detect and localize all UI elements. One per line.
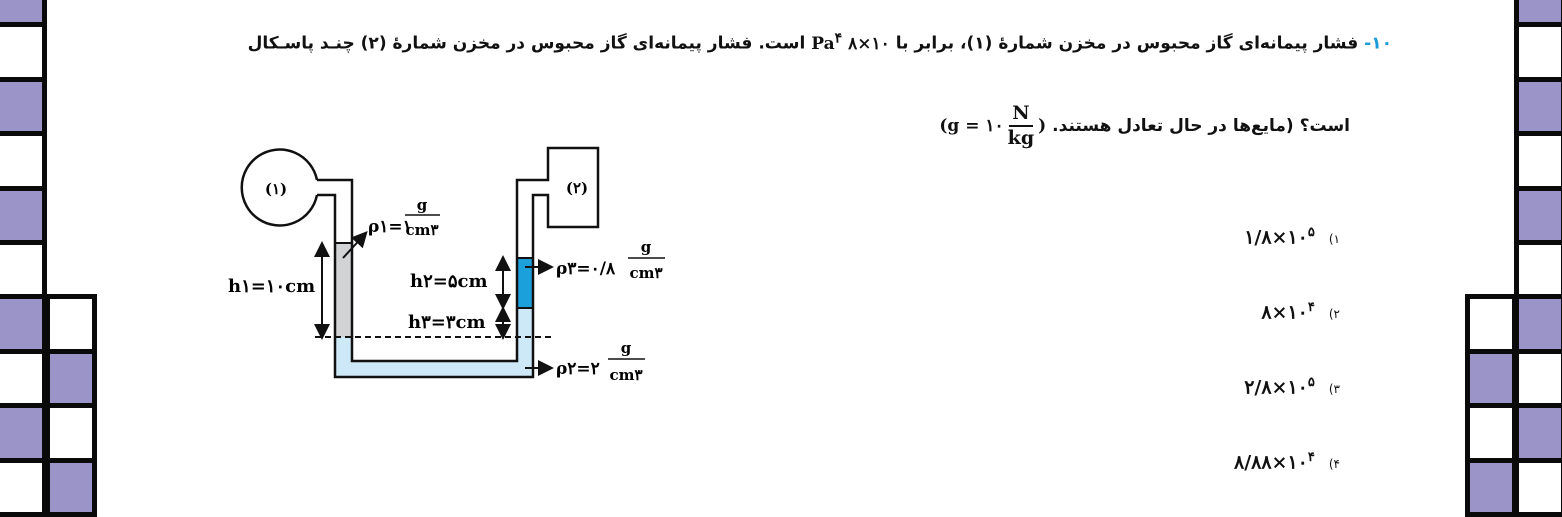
svg-text:cm۳: cm۳ [405,221,438,239]
svg-text:cm۳: cm۳ [609,366,642,384]
border-square [45,403,97,463]
border-square [1514,240,1562,300]
question-line-1: ۱۰- فشار پیمانه‌ای گاز محبوس در مخزن شما… [247,30,1392,54]
svg-text:h۱=۱۰cm: h۱=۱۰cm [228,276,315,297]
option-4[interactable]: ۴)۸/۸۸×۱۰۴ [1233,450,1340,474]
svg-text:ρ۳=۰/۸: ρ۳=۰/۸ [556,259,616,279]
border-square [1514,76,1562,137]
border-square [1514,185,1562,245]
svg-text:g: g [641,238,652,256]
svg-text:ρ۲=۲: ρ۲=۲ [556,359,600,379]
border-square [1465,457,1517,517]
border-square [45,457,97,517]
tank-1 [240,148,319,227]
option-3[interactable]: ۳)۲/۸×۱۰۵ [1244,375,1340,399]
border-square [1514,294,1562,354]
svg-text:cm۳: cm۳ [629,264,662,282]
fluid-2-light-blue [335,308,533,377]
border-square [0,294,47,354]
border-square [0,131,47,191]
border-square [1514,457,1562,517]
question-line-2: است؟ (مایع‌ها در حال تعادل هستند. (g = ۱… [939,102,1350,149]
fluid-3-blue [517,258,533,308]
border-square [0,457,47,517]
question-number: ۱۰- [1364,33,1392,54]
border-square [1465,294,1517,354]
border-square [0,348,47,409]
svg-text:(۱): (۱) [265,180,287,198]
option-2[interactable]: ۲)۸×۱۰۴ [1261,300,1340,324]
u-tube-diagram: (۱) (۲) h۱=۱۰cm h۲=۵cm h۳=۳cm ρ۱=۱ g cm۳… [228,146,665,384]
border-square [1465,348,1517,409]
border-square [1514,22,1562,82]
border-square [1514,348,1562,409]
border-square [1465,403,1517,463]
border-square [1514,403,1562,463]
fluid-1-gray [335,243,352,337]
svg-text:h۳=۳cm: h۳=۳cm [408,312,486,333]
svg-text:g: g [417,196,428,214]
svg-text:h۲=۵cm: h۲=۵cm [410,271,488,292]
svg-text:(۲): (۲) [566,179,588,197]
option-1[interactable]: ۱)۱/۸×۱۰۵ [1244,225,1340,249]
border-square [1514,131,1562,191]
svg-text:g: g [621,339,632,357]
svg-text:ρ۱=۱: ρ۱=۱ [368,217,412,237]
